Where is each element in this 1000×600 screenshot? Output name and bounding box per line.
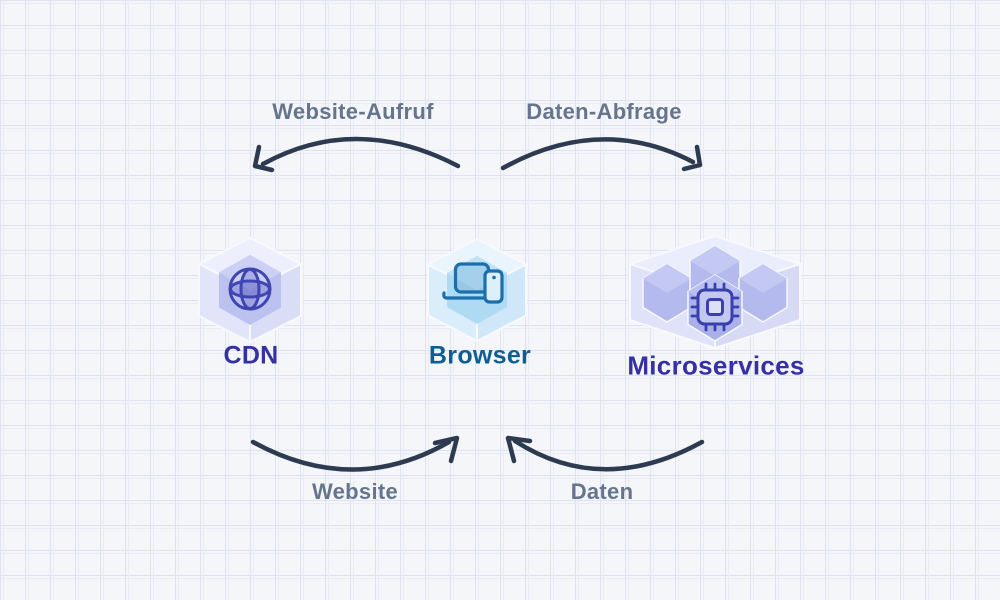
globe-icon [228,267,272,311]
node-cdn [198,237,302,343]
node-label-browser: Browser [428,341,532,370]
devices-icon [442,262,504,304]
arrow-website [250,435,460,472]
arrow-website-aufruf [252,136,461,173]
node-label-cdn: CDN [223,341,279,370]
flow-label-website-aufruf: Website-Aufruf [272,99,434,124]
flow-label-website: Website [311,479,399,504]
arrow-daten-abfrage [500,137,703,172]
node-microservices [629,235,801,349]
flow-label-daten-abfrage: Daten-Abfrage [526,99,682,124]
node-label-microservices: Microservices [627,350,805,381]
node-browser [427,238,527,342]
flow-label-daten: Daten [570,479,634,504]
chip-icon [690,282,740,332]
arrow-daten [505,435,705,472]
